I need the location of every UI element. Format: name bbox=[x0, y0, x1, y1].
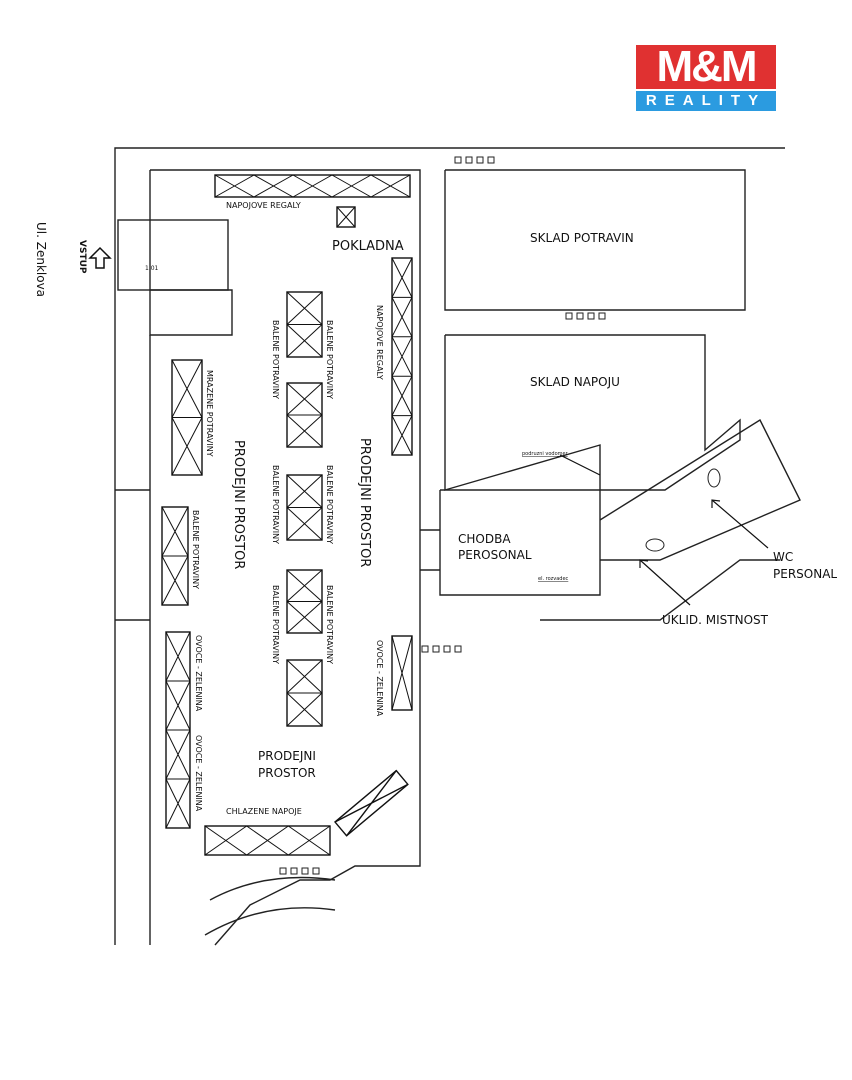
entrance-label: VSTUP bbox=[77, 240, 87, 274]
balene-potraviny-shelf bbox=[286, 382, 323, 448]
pokladna-counter bbox=[336, 206, 356, 228]
balene-label: BALENE POTRAVINY bbox=[271, 585, 280, 664]
prodejni-prostor-label: PRODEJNI PROSTOR bbox=[357, 438, 372, 567]
window-marker bbox=[465, 156, 473, 164]
logo-brand: M&M bbox=[636, 45, 776, 89]
wc-toilet-icon bbox=[645, 468, 721, 552]
window-marker bbox=[454, 156, 462, 164]
balene-potraviny-shelf bbox=[286, 474, 323, 541]
window-marker bbox=[454, 645, 462, 653]
ovoce-zelenina-side-shelf bbox=[391, 635, 413, 711]
pointer-arrows bbox=[559, 454, 769, 606]
ovoce-label: OVOCE - ZELENINA bbox=[375, 640, 384, 717]
napojove-regaly-side-label: NAPOJOVE REGALY bbox=[375, 305, 384, 380]
window-marker bbox=[432, 645, 440, 653]
window-marker bbox=[487, 156, 495, 164]
sklad-potravin-label: SKLAD POTRAVIN bbox=[530, 231, 634, 245]
entrance-arrow-icon bbox=[88, 246, 112, 269]
stair-label: 1.01 bbox=[145, 265, 159, 272]
window-marker bbox=[421, 645, 429, 653]
balene-label: BALENE POTRAVINY bbox=[271, 465, 280, 544]
napojove-regaly-top-label: NAPOJOVE REGALY bbox=[226, 201, 301, 210]
window-marker bbox=[598, 312, 606, 320]
chodba-label: CHODBA bbox=[458, 532, 511, 546]
uklid-label: UKLID. MISTNOST bbox=[662, 613, 769, 627]
windows bbox=[279, 156, 606, 875]
balene-potraviny-shelf bbox=[286, 291, 323, 358]
window-marker bbox=[290, 867, 298, 875]
shelves bbox=[161, 174, 413, 856]
walls bbox=[114, 147, 801, 946]
window-marker bbox=[576, 312, 584, 320]
chlazene-napoje-fridge bbox=[204, 825, 331, 856]
mm-reality-logo: M&M REALITY bbox=[636, 45, 776, 111]
balene-potraviny-shelf bbox=[286, 569, 323, 634]
chlazene-label: CHLAZENE NAPOJE bbox=[226, 807, 302, 816]
balene-label: BALENE POTRAVINY bbox=[191, 510, 200, 589]
diagonal-fridge bbox=[334, 769, 409, 837]
prodejni-prostor-label: PRODEJNI bbox=[258, 749, 316, 763]
mrazene-label: MRAZENE POTRAVINY bbox=[205, 370, 214, 457]
balene-potraviny-wall-shelf bbox=[161, 506, 189, 606]
street-label: Ul. Zenklova bbox=[34, 222, 48, 297]
window-marker bbox=[279, 867, 287, 875]
wc-label: PERSONAL bbox=[773, 567, 837, 581]
balene-label: BALENE POTRAVINY bbox=[325, 585, 334, 664]
window-marker bbox=[443, 645, 451, 653]
mrazene-potraviny-freezer bbox=[171, 359, 203, 476]
window-marker bbox=[587, 312, 595, 320]
balene-label: BALENE POTRAVINY bbox=[325, 320, 334, 399]
prodejni-prostor-label: PRODEJNI PROSTOR bbox=[231, 440, 246, 569]
window-marker bbox=[312, 867, 320, 875]
chodba-label: PEROSONAL bbox=[458, 548, 532, 562]
window-marker bbox=[476, 156, 484, 164]
napojove-regaly-top-shelf bbox=[214, 174, 411, 198]
window-marker bbox=[565, 312, 573, 320]
vodomer-label: podruzni vodomer bbox=[522, 451, 569, 457]
logo-subtitle: REALITY bbox=[636, 91, 776, 111]
balene-potraviny-shelf bbox=[286, 659, 323, 727]
balene-label: BALENE POTRAVINY bbox=[271, 320, 280, 399]
balene-label: BALENE POTRAVINY bbox=[325, 465, 334, 544]
prodejni-prostor-label: PROSTOR bbox=[258, 766, 316, 780]
window-marker bbox=[301, 867, 309, 875]
napojove-regaly-side-shelf bbox=[391, 257, 413, 456]
wc-label: WC bbox=[773, 550, 793, 564]
pokladna-label: POKLADNA bbox=[332, 239, 404, 254]
ovoce-label: OVOCE - ZELENINA bbox=[194, 635, 203, 712]
rozvadec-label: el. rozvadec bbox=[538, 576, 569, 582]
sklad-napoju-label: SKLAD NAPOJU bbox=[530, 375, 620, 389]
ovoce-label: OVOCE - ZELENINA bbox=[194, 735, 203, 812]
ovoce-zelenina-wall-shelf bbox=[165, 631, 191, 829]
